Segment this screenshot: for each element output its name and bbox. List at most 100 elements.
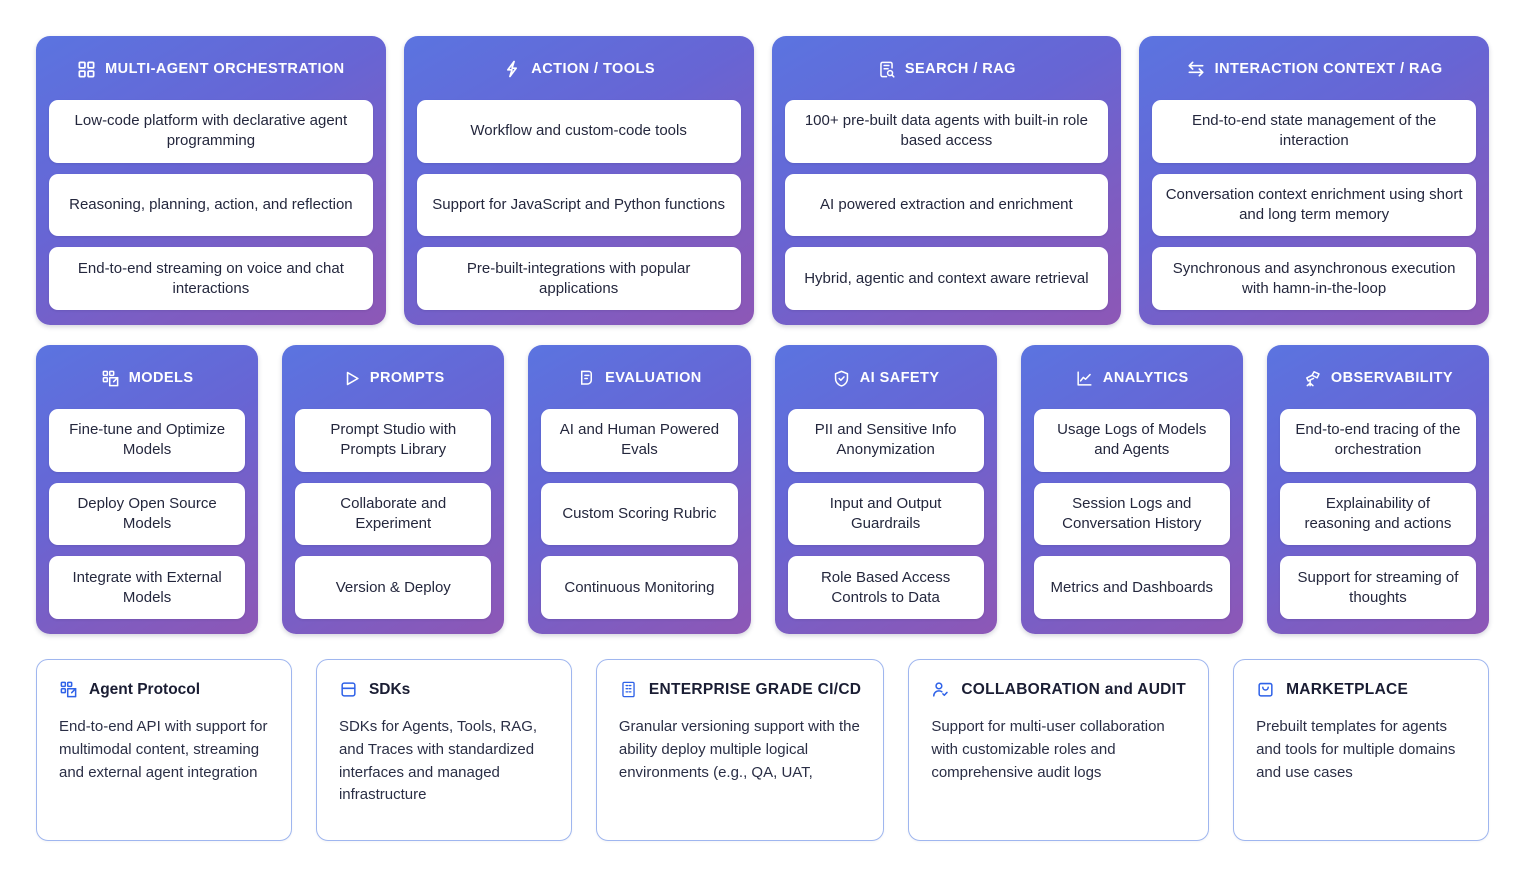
shield-check-icon (832, 369, 851, 388)
feature-pill[interactable]: Continuous Monitoring (541, 556, 738, 620)
card-search-rag[interactable]: SEARCH / RAG 100+ pre-built data agents … (771, 36, 1122, 325)
bottom-row: Agent Protocol End-to-end API with suppo… (36, 659, 1489, 841)
card-models[interactable]: MODELS Fine-tune and Optimize Models Dep… (36, 345, 259, 634)
feature-pill[interactable]: End-to-end tracing of the orchestration (1279, 409, 1477, 472)
middle-row: MODELS Fine-tune and Optimize Models Dep… (36, 345, 1490, 634)
card-title: OBSERVABILITY (1330, 370, 1454, 386)
card-body: PII and Sensitive Info Anonymization Inp… (787, 409, 984, 620)
card-body: Usage Logs of Models and Agents Session … (1033, 409, 1230, 620)
feature-pill[interactable]: Role Based Access Controls to Data (787, 556, 984, 620)
card-header: COLLABORATION and AUDIT (931, 680, 1186, 699)
card-header: INTERACTION CONTEXT / RAG (1152, 49, 1476, 89)
feature-pill[interactable]: Version & Deploy (295, 556, 492, 620)
card-title: PROMPTS (369, 370, 445, 386)
card-header: ENTERPRISE GRADE CI/CD (619, 680, 861, 699)
card-title: INTERACTION CONTEXT / RAG (1214, 61, 1443, 77)
feature-pill[interactable]: Synchronous and asynchronous execution w… (1152, 247, 1476, 311)
feature-pill[interactable]: AI powered extraction and enrichment (784, 173, 1109, 237)
feature-pill[interactable]: Support for streaming of thoughts (1279, 556, 1477, 620)
card-title: SDKs (368, 680, 411, 698)
card-collaboration-and-audit[interactable]: COLLABORATION and AUDIT Support for mult… (908, 659, 1210, 841)
card-description: SDKs for Agents, Tools, RAG, and Traces … (338, 718, 538, 804)
card-enterprise-grade-ci-cd[interactable]: ENTERPRISE GRADE CI/CD Granular versioni… (595, 659, 885, 841)
card-multi-agent-orchestration[interactable]: MULTI-AGENT ORCHESTRATION Low-code platf… (36, 36, 386, 325)
card-marketplace[interactable]: MARKETPLACE Prebuilt templates for agent… (1233, 659, 1489, 841)
card-header: PROMPTS (295, 358, 491, 398)
window-panel-icon (339, 680, 358, 699)
feature-pill[interactable]: Integrate with External Models (49, 556, 246, 620)
feature-pill[interactable]: Hybrid, agentic and context aware retrie… (784, 247, 1109, 311)
feature-pill[interactable]: Usage Logs of Models and Agents (1033, 409, 1230, 472)
card-title: SEARCH / RAG (904, 61, 1016, 77)
card-agent-protocol[interactable]: Agent Protocol End-to-end API with suppo… (36, 659, 292, 841)
card-body: AI and Human Powered Evals Custom Scorin… (541, 409, 738, 620)
card-title: ENTERPRISE GRADE CI/CD (648, 680, 862, 698)
line-chart-icon (1075, 369, 1094, 388)
feature-pill[interactable]: AI and Human Powered Evals (541, 409, 738, 472)
card-title: COLLABORATION and AUDIT (961, 680, 1187, 698)
card-description: Prebuilt templates for agents and tools … (1256, 718, 1456, 781)
feature-pill[interactable]: Fine-tune and Optimize Models (49, 409, 246, 472)
card-action-tools[interactable]: ACTION / TOOLS Workflow and custom-code … (403, 36, 754, 325)
card-body: End-to-end tracing of the orchestration … (1279, 409, 1477, 620)
card-body: Fine-tune and Optimize Models Deploy Ope… (49, 409, 246, 620)
feature-pill[interactable]: Collaborate and Experiment (295, 482, 492, 546)
card-header: ANALYTICS (1034, 358, 1230, 398)
card-observability[interactable]: OBSERVABILITY End-to-end tracing of the … (1266, 345, 1490, 634)
card-body: 100+ pre-built data agents with built-in… (784, 100, 1109, 311)
feature-pill[interactable]: Workflow and custom-code tools (416, 100, 741, 163)
card-header: MODELS (49, 358, 245, 398)
lightning-bolt-icon (502, 59, 522, 79)
user-check-icon (931, 680, 950, 699)
card-body: Workflow and custom-code tools Support f… (416, 100, 741, 311)
shopping-bag-icon (1256, 680, 1275, 699)
top-row: MULTI-AGENT ORCHESTRATION Low-code platf… (36, 36, 1489, 325)
card-body: End-to-end state management of the inter… (1152, 100, 1476, 311)
card-analytics[interactable]: ANALYTICS Usage Logs of Models and Agent… (1020, 345, 1243, 634)
card-title: AI SAFETY (859, 370, 940, 386)
card-ai-safety[interactable]: AI SAFETY PII and Sensitive Info Anonymi… (774, 345, 997, 634)
card-evaluation[interactable]: EVALUATION AI and Human Powered Evals Cu… (528, 345, 751, 634)
card-title: MODELS (128, 370, 194, 386)
card-header: ACTION / TOOLS (417, 49, 741, 89)
card-sdks[interactable]: SDKs SDKs for Agents, Tools, RAG, and Tr… (315, 659, 572, 841)
feature-pill[interactable]: Custom Scoring Rubric (541, 482, 738, 546)
feature-pill[interactable]: End-to-end state management of the inter… (1152, 100, 1476, 163)
feature-pill[interactable]: Low-code platform with declarative agent… (49, 100, 373, 163)
grid-2x2-icon (77, 60, 96, 79)
feature-pill[interactable]: End-to-end streaming on voice and chat i… (49, 247, 373, 311)
clipboard-magnifier-icon (577, 369, 596, 388)
feature-pill[interactable]: Input and Output Guardrails (787, 482, 984, 546)
card-header: AI SAFETY (788, 358, 984, 398)
card-prompts[interactable]: PROMPTS Prompt Studio with Prompts Libra… (282, 345, 505, 634)
feature-pill[interactable]: Deploy Open Source Models (49, 482, 246, 546)
card-header: MULTI-AGENT ORCHESTRATION (49, 49, 373, 89)
card-body: Low-code platform with declarative agent… (49, 100, 373, 311)
card-title: Agent Protocol (89, 680, 201, 698)
feature-pill[interactable]: Pre-built-integrations with popular appl… (416, 247, 741, 311)
feature-pill[interactable]: Conversation context enrichment using sh… (1152, 173, 1476, 237)
feature-pill[interactable]: 100+ pre-built data agents with built-in… (784, 100, 1109, 163)
card-header: SEARCH / RAG (785, 49, 1109, 89)
feature-pill[interactable]: Metrics and Dashboards (1033, 556, 1230, 620)
card-header: Agent Protocol (59, 680, 269, 699)
card-title: MARKETPLACE (1286, 680, 1409, 698)
card-header: OBSERVABILITY (1280, 358, 1476, 398)
layers-grid-icon (59, 680, 78, 699)
card-description: Support for multi-user collaboration wit… (931, 718, 1165, 781)
card-description: End-to-end API with support for multimod… (59, 718, 268, 781)
feature-pill[interactable]: Prompt Studio with Prompts Library (295, 409, 492, 472)
feature-pill[interactable]: Session Logs and Conversation History (1033, 482, 1230, 546)
layers-grid-icon (101, 369, 120, 388)
card-title: ACTION / TOOLS (531, 61, 655, 77)
card-title: MULTI-AGENT ORCHESTRATION (105, 61, 345, 77)
card-body: Prompt Studio with Prompts Library Colla… (295, 409, 492, 620)
feature-pill[interactable]: Explainability of reasoning and actions (1279, 482, 1477, 546)
feature-pill[interactable]: Reasoning, planning, action, and reflect… (49, 173, 373, 237)
card-header: SDKs (339, 680, 549, 699)
card-title: EVALUATION (605, 370, 702, 386)
feature-pill[interactable]: PII and Sensitive Info Anonymization (787, 409, 984, 472)
card-interaction-context-rag[interactable]: INTERACTION CONTEXT / RAG End-to-end sta… (1139, 36, 1489, 325)
feature-pill[interactable]: Support for JavaScript and Python functi… (416, 173, 741, 237)
